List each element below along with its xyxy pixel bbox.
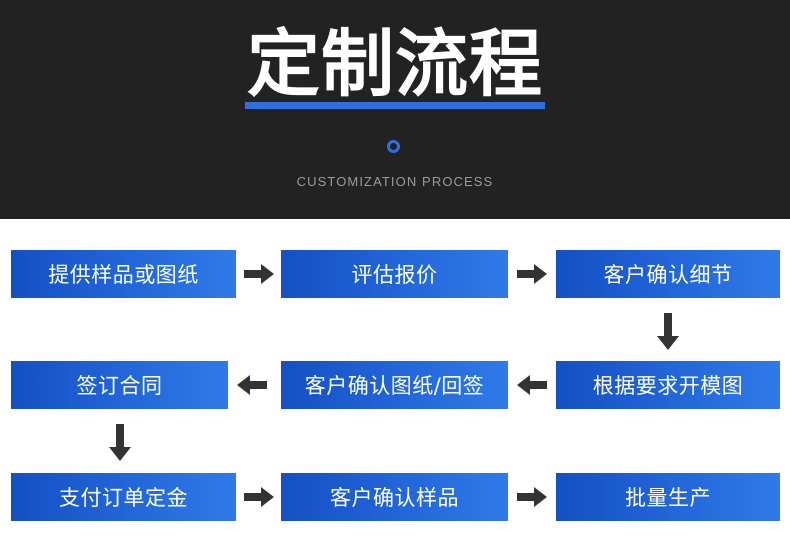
flow-step-customer-confirm-details[interactable]: 客户确认细节: [556, 250, 780, 298]
flow-diagram: 提供样品或图纸 评估报价 客户确认细节 签订合同 客户确认图纸/回签: [0, 219, 790, 546]
flow-step-mass-production[interactable]: 批量生产: [556, 473, 780, 521]
arrow-right-icon: [516, 486, 548, 508]
page-subtitle: CUSTOMIZATION PROCESS: [296, 174, 494, 189]
title-inner: 定制流程: [243, 22, 547, 109]
flow-step-customer-confirm-sample[interactable]: 客户确认样品: [281, 473, 508, 521]
flow-step-pay-deposit[interactable]: 支付订单定金: [11, 473, 236, 521]
page-title: 定制流程: [247, 22, 543, 107]
arrow-left-icon: [236, 374, 268, 396]
flow-step-provide-sample[interactable]: 提供样品或图纸: [11, 250, 236, 298]
arrow-right-icon: [243, 263, 275, 285]
flow-step-sign-contract[interactable]: 签订合同: [11, 361, 228, 409]
arrow-right-icon: [243, 486, 275, 508]
title-underline-bar: [245, 102, 545, 109]
circle-outline-icon: [387, 140, 400, 153]
arrow-down-icon: [654, 312, 682, 352]
flow-step-customer-confirm-drawing[interactable]: 客户确认图纸/回签: [281, 361, 508, 409]
header-banner: 定制流程 CUSTOMIZATION PROCESS: [0, 0, 790, 219]
arrow-down-icon: [106, 423, 134, 463]
arrow-right-icon: [516, 263, 548, 285]
title-block: 定制流程: [0, 22, 790, 109]
flow-step-mold-drawing[interactable]: 根据要求开模图: [556, 361, 780, 409]
flow-step-evaluate-quote[interactable]: 评估报价: [281, 250, 508, 298]
arrow-left-icon: [516, 374, 548, 396]
